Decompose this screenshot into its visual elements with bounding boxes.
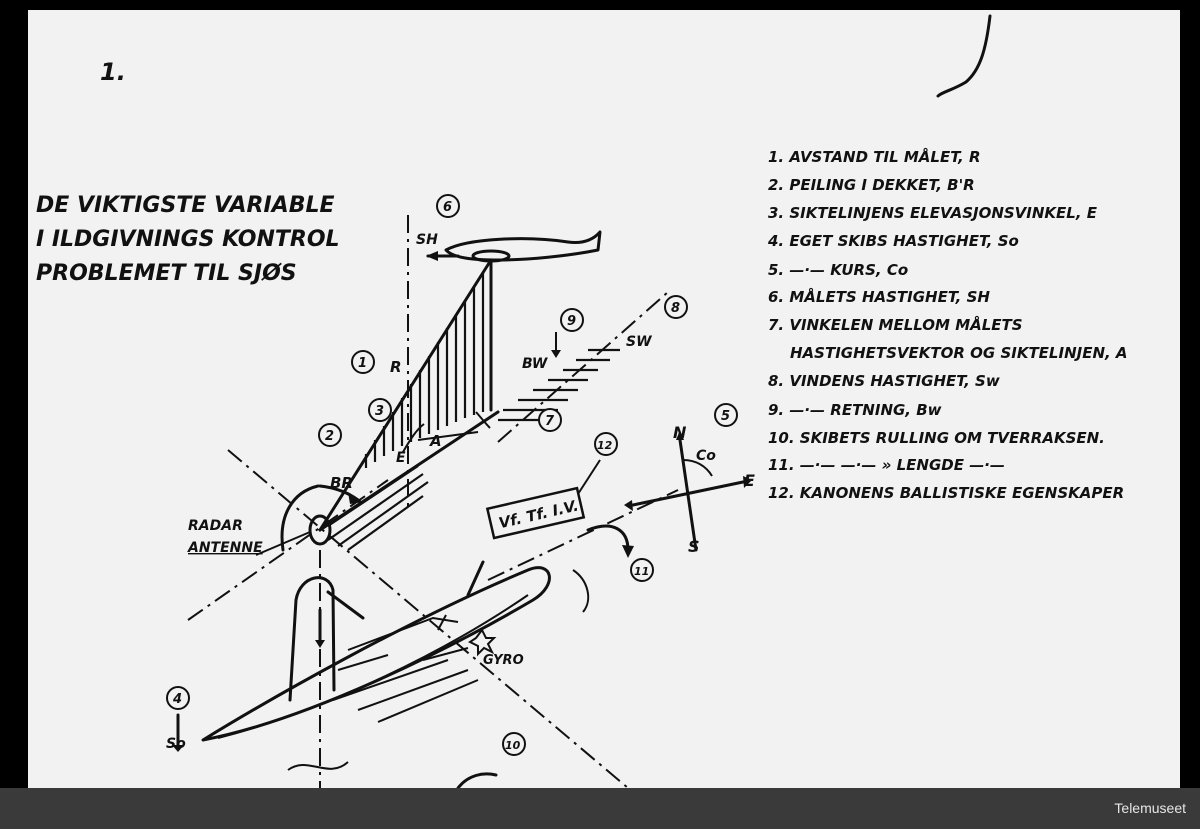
compass-s-label: S [688, 537, 700, 556]
elevation-angle-arc [402, 423, 425, 453]
circled-number-9: 9 [560, 308, 584, 332]
title-line-2: I ILDGIVNINGS KONTROL [36, 227, 340, 252]
bearing-label: BR [330, 474, 353, 492]
circled-number-10: 10 [502, 732, 526, 756]
deck-plane-hatching [318, 348, 620, 551]
circled-number-3: 3 [368, 398, 392, 422]
box-leader-line [577, 459, 601, 495]
radar-antenna [255, 484, 363, 556]
legend-item-8: 8. VINDENS HASTIGHET, Sw [768, 372, 1000, 390]
svg-text:8: 8 [671, 301, 680, 316]
roll-arrow-10 [456, 772, 498, 788]
legend-item-7b: HASTIGHETSVEKTOR OG SIKTELINJEN, A [790, 344, 1128, 362]
title-line-1: DE VIKTIGSTE VARIABLE [36, 193, 335, 218]
gyro-icon [468, 628, 497, 657]
target-aircraft [426, 230, 602, 263]
legend-item-1: 1. AVSTAND TIL MÅLET, R [768, 147, 981, 166]
svg-text:5: 5 [721, 409, 730, 424]
legend-item-11: 11. —·— —·— » LENGDE —·— [768, 456, 1005, 474]
wind-direction-line [497, 291, 669, 443]
circled-number-4: 4 [166, 686, 190, 710]
wind-direction-label: BW [522, 356, 548, 372]
compass: N E S Co [624, 423, 755, 556]
circled-number-6: 6 [436, 194, 460, 218]
range-label: R [390, 358, 402, 376]
svg-text:10: 10 [505, 739, 521, 752]
ship-roll-axis [487, 489, 679, 581]
svg-text:4: 4 [172, 692, 182, 707]
circled-number-1: 1 [351, 350, 375, 374]
antenne-label: ANTENNE [187, 540, 263, 556]
own-speed-label: So [166, 736, 186, 752]
cross-axis-line [187, 479, 389, 621]
circled-number-7: 7 [538, 408, 562, 432]
circled-number-5: 5 [714, 403, 738, 427]
compass-e-label: E [744, 471, 755, 490]
course-label: Co [696, 448, 716, 464]
svg-text:1: 1 [358, 356, 367, 371]
watermark: Telemuseet [1114, 800, 1186, 816]
circled-number-8: 8 [664, 295, 688, 319]
fire-control-diagram: 1. DE VIKTIGSTE VARIABLE I ILDGIVNINGS K… [36, 14, 1128, 788]
legend: 1. AVSTAND TIL MÅLET, R 2. PEILING I DEK… [767, 147, 1128, 502]
wind-speed-label: SW [626, 334, 652, 350]
svg-text:7: 7 [545, 414, 555, 429]
angle-7-arc [475, 411, 491, 429]
compass-n-label: N [673, 423, 687, 442]
page-number: 1. [100, 58, 126, 86]
circled-number-2: 2 [318, 423, 342, 447]
svg-text:11: 11 [634, 565, 649, 578]
gyro-label: GYRO [483, 653, 524, 668]
ballistics-box: Vf. Tf. I.V. [485, 486, 586, 540]
wave-mark [287, 761, 349, 771]
legend-item-10: 10. SKIBETS RULLING OM TVERRAKSEN. [768, 429, 1105, 447]
legend-item-2: 2. PEILING I DEKKET, B'R [768, 176, 975, 194]
svg-text:9: 9 [567, 314, 576, 329]
angle-a-label: A [429, 432, 442, 450]
svg-text:3: 3 [375, 404, 384, 419]
footer-bar [0, 788, 1200, 829]
svg-text:6: 6 [443, 200, 452, 215]
pen-stroke-mark [936, 14, 992, 98]
circled-number-12: 12 [594, 432, 618, 456]
legend-item-4: 4. EGET SKIBS HASTIGHET, So [767, 232, 1019, 250]
angle-a-line [417, 431, 479, 441]
title-line-3: PROBLEMET TIL SJØS [36, 261, 297, 286]
ship-hull [201, 560, 551, 742]
diagram-sheet: 1. DE VIKTIGSTE VARIABLE I ILDGIVNINGS K… [28, 10, 1180, 788]
legend-item-9: 9. —·— RETNING, Bw [768, 401, 942, 419]
circled-number-11: 11 [630, 558, 654, 582]
legend-item-7: 7. VINKELEN MELLOM MÅLETS [768, 315, 1023, 334]
legend-item-5: 5. —·— KURS, Co [768, 261, 908, 279]
svg-text:2: 2 [325, 429, 334, 444]
roll-arrow-11 [586, 524, 630, 552]
target-speed-label: SH [416, 232, 438, 248]
svg-text:12: 12 [597, 439, 613, 452]
ship-axis-line [227, 449, 629, 788]
legend-item-3: 3. SIKTELINJENS ELEVASJONSVINKEL, E [768, 204, 1098, 222]
legend-item-12: 12. KANONENS BALLISTISKE EGENSKAPER [768, 484, 1124, 502]
radar-label: RADAR [188, 518, 243, 534]
wave-mark-right [572, 569, 590, 613]
legend-item-6: 6. MÅLETS HASTIGHET, SH [768, 287, 990, 306]
elevation-e-label: E [396, 450, 406, 466]
